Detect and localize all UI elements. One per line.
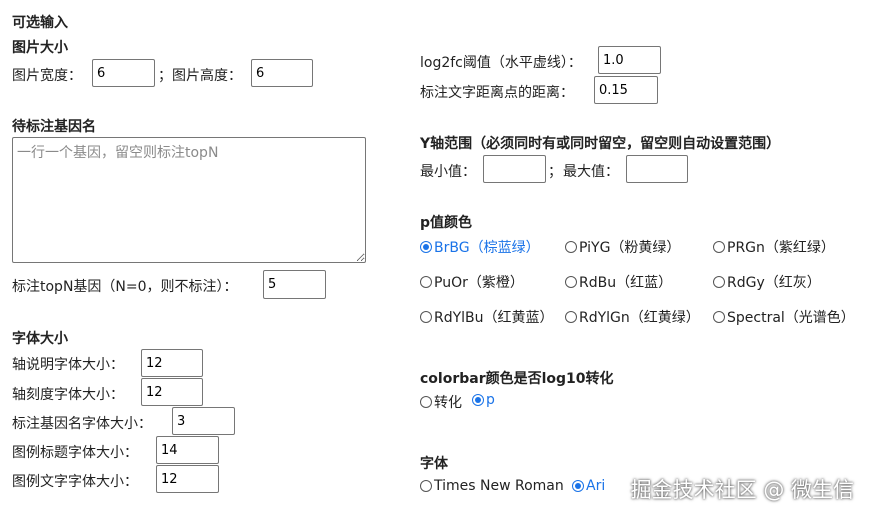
radio-selected-icon[interactable]: [472, 394, 484, 406]
radio-icon[interactable]: [713, 241, 725, 253]
p-color-option-rdylgn[interactable]: RdYlGn（红黄绿）: [565, 307, 700, 327]
radio-icon[interactable]: [420, 276, 432, 288]
font-option-arial[interactable]: Ari: [572, 478, 605, 494]
font-option-times[interactable]: Times New Roman: [420, 478, 564, 494]
font-size-title: 字体大小: [12, 331, 68, 347]
p-color-option-piyg[interactable]: PiYG（粉黄绿）: [565, 237, 680, 257]
axis-title-font-label: 轴说明字体大小：: [12, 357, 124, 373]
legend-title-font-label: 图例标题字体大小：: [12, 445, 138, 461]
radio-icon[interactable]: [713, 276, 725, 288]
p-color-option-label: PRGn（紫红绿）: [727, 240, 835, 256]
colorbar-option-p[interactable]: p: [472, 392, 495, 408]
legend-text-font-label: 图例文字字体大小：: [12, 474, 138, 490]
topn-label: 标注topN基因（N=0，则不标注）：: [12, 279, 238, 295]
p-color-option-rdgy[interactable]: RdGy（红灰）: [713, 272, 821, 292]
font-option-label: Times New Roman: [434, 478, 564, 494]
topn-input[interactable]: [263, 270, 326, 299]
genes-title: 待标注基因名: [12, 119, 96, 135]
image-width-input[interactable]: [92, 59, 155, 87]
p-color-option-puor[interactable]: PuOr（紫橙）: [420, 272, 524, 292]
watermark: 掘金技术社区 @ 微生信: [630, 478, 854, 502]
p-color-option-label: PuOr（紫橙）: [434, 275, 524, 291]
p-color-option-prgn[interactable]: PRGn（紫红绿）: [713, 237, 835, 257]
p-color-option-rdylbu[interactable]: RdYlBu（红黄蓝）: [420, 307, 554, 327]
axis-tick-font-label: 轴刻度字体大小：: [12, 387, 124, 403]
y-min-input[interactable]: [483, 155, 546, 183]
y-min-label: 最小值：: [420, 164, 476, 180]
y-max-label: 最大值：: [563, 164, 619, 180]
text-distance-label: 标注文字距离点的距离：: [420, 85, 574, 101]
image-width-label: 图片宽度：: [12, 68, 82, 84]
radio-selected-icon[interactable]: [572, 480, 584, 492]
colorbar-option-label: 转化: [434, 395, 462, 411]
axis-title-font-input[interactable]: [141, 349, 203, 377]
p-color-option-label: RdGy（红灰）: [727, 275, 821, 291]
y-max-input[interactable]: [626, 155, 688, 183]
y-range-separator: ；: [548, 164, 562, 180]
colorbar-option-label: p: [486, 392, 495, 408]
radio-icon[interactable]: [565, 276, 577, 288]
p-color-option-spectral[interactable]: Spectral（光谱色）: [713, 307, 855, 327]
p-color-option-label: RdYlBu（红黄蓝）: [434, 310, 554, 326]
size-separator: ；: [158, 68, 172, 84]
log2fc-label: log2fc阈值（水平虚线）：: [420, 55, 582, 71]
gene-label-font-label: 标注基因名字体大小：: [12, 416, 152, 432]
font-title: 字体: [420, 456, 448, 472]
log2fc-input[interactable]: [598, 46, 661, 74]
p-color-option-label: PiYG（粉黄绿）: [579, 240, 681, 256]
gene-list-textarea[interactable]: [12, 137, 366, 263]
text-distance-input[interactable]: [594, 76, 658, 104]
p-color-option-brbg[interactable]: BrBG（棕蓝绿）: [420, 237, 540, 257]
p-color-option-label: RdYlGn（红黄绿）: [579, 310, 700, 326]
radio-icon[interactable]: [565, 241, 577, 253]
p-color-option-label: RdBu（红蓝）: [579, 275, 673, 291]
image-size-title: 图片大小: [12, 40, 68, 56]
image-height-label: 图片高度：: [172, 68, 242, 84]
radio-icon[interactable]: [713, 311, 725, 323]
p-color-option-rdbu[interactable]: RdBu（红蓝）: [565, 272, 672, 292]
p-color-option-label: BrBG（棕蓝绿）: [434, 240, 540, 256]
p-color-title: p值颜色: [420, 215, 473, 231]
radio-icon[interactable]: [420, 311, 432, 323]
y-range-title: Y轴范围（必须同时有或同时留空，留空则自动设置范围）: [420, 136, 781, 152]
legend-title-font-input[interactable]: [156, 436, 219, 464]
axis-tick-font-input[interactable]: [141, 378, 203, 406]
image-height-input[interactable]: [251, 59, 313, 87]
legend-text-font-input[interactable]: [156, 465, 219, 493]
font-option-label: Ari: [586, 478, 606, 494]
radio-icon[interactable]: [420, 396, 432, 408]
colorbar-title: colorbar颜色是否log10转化: [420, 371, 614, 387]
radio-icon[interactable]: [565, 311, 577, 323]
optional-inputs-title: 可选输入: [12, 15, 68, 31]
gene-label-font-input[interactable]: [172, 407, 235, 435]
radio-selected-icon[interactable]: [420, 241, 432, 253]
p-color-option-label: Spectral（光谱色）: [727, 310, 855, 326]
colorbar-option-transform[interactable]: 转化: [420, 392, 462, 412]
radio-icon[interactable]: [420, 480, 432, 492]
